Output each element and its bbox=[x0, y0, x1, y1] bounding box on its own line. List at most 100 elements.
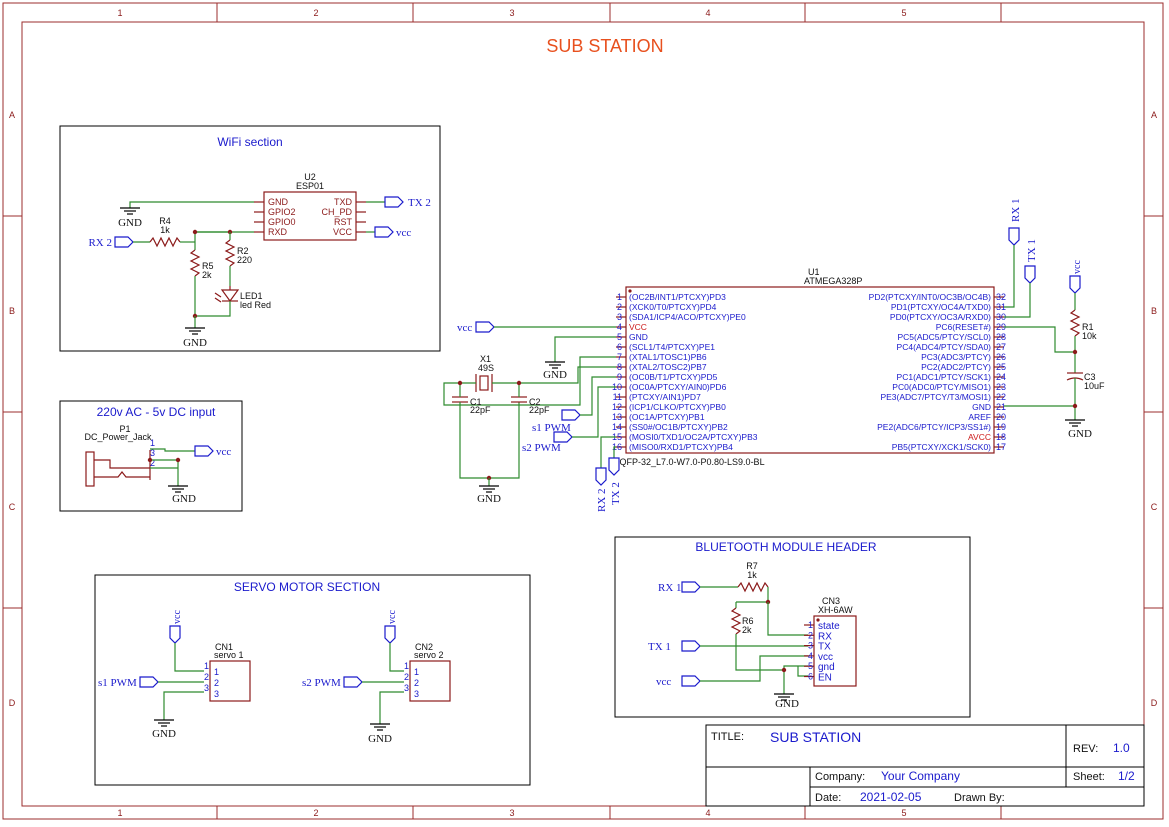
x1-crystal[interactable] bbox=[475, 374, 493, 392]
frame-col-3-bottom: 3 bbox=[509, 808, 514, 818]
p1-dc-jack[interactable] bbox=[85, 450, 151, 487]
u1-pin-10-num: 10 bbox=[612, 382, 622, 392]
power-gnd-label: GND bbox=[172, 493, 196, 505]
bt-tx1-label: TX 1 bbox=[648, 641, 671, 653]
u1-pin-25-num: 25 bbox=[996, 362, 1006, 372]
u1-pin-32-name: PD2(PTCXY/INT0/OC3B/OC4B) bbox=[869, 292, 992, 302]
frame-col-5-top: 5 bbox=[901, 8, 906, 18]
cn1-pin-2-label: 2 bbox=[214, 678, 219, 688]
led1-ref: LED1 bbox=[240, 291, 263, 301]
page-title: SUB STATION bbox=[546, 36, 663, 56]
cn1-pin-2-num: 2 bbox=[204, 672, 209, 682]
cn2-pin-2-label: 2 bbox=[414, 678, 419, 688]
titleblock-date-value: 2021-02-05 bbox=[860, 790, 922, 804]
u1-pin-9-num: 9 bbox=[617, 372, 622, 382]
titleblock-company-label: Company: bbox=[815, 771, 865, 783]
servo2-pwm-port[interactable] bbox=[343, 676, 363, 688]
wifi-gnd-label-top: GND bbox=[118, 217, 142, 229]
u1-pin-9-name: (OC0B/T1/PTCXY)PD5 bbox=[629, 372, 718, 382]
cn3-pin-6-num: 6 bbox=[808, 672, 813, 682]
cn1-ref: CN1 bbox=[215, 642, 233, 652]
u2-pin-txd: TXD bbox=[334, 197, 353, 207]
r5-resistor[interactable] bbox=[189, 249, 201, 277]
mcu-s2pwm-port[interactable] bbox=[553, 431, 573, 443]
cn3-pin-5-name: gnd bbox=[818, 662, 835, 673]
u1-pin-25-name: PC2(ADC2/PTCY) bbox=[921, 362, 991, 372]
p1-value: DC_Power_Jack bbox=[84, 432, 152, 442]
cn3-pin-6-name: EN bbox=[818, 673, 832, 684]
u1-pin-27-name: PC4(ADC4/PTCY/SDA0) bbox=[897, 342, 992, 352]
u1-pin-30-num: 30 bbox=[996, 312, 1006, 322]
cn1-value: servo 1 bbox=[214, 650, 244, 660]
mcu-reset-vcc-port[interactable] bbox=[1069, 275, 1081, 294]
u1-pin-7-name: (XTAL1/TOSC1)PB6 bbox=[629, 352, 707, 362]
mcu-s2pwm-label: s2 PWM bbox=[522, 442, 561, 454]
r1-resistor[interactable] bbox=[1069, 309, 1081, 337]
cn3-body[interactable] bbox=[813, 615, 857, 687]
bluetooth-section: BLUETOOTH MODULE HEADER RX 1 R7 1k R6 2k… bbox=[614, 536, 971, 718]
u1-body[interactable] bbox=[625, 286, 995, 454]
c1-ref: C1 bbox=[470, 397, 482, 407]
servo1-pwm-label: s1 PWM bbox=[98, 677, 137, 689]
u1-pin-23-name: PC0(ADC0/PTCY/MISO1) bbox=[892, 382, 991, 392]
u1-pin-20-name: AREF bbox=[968, 412, 991, 422]
r6-resistor[interactable] bbox=[730, 607, 742, 635]
x1-ref: X1 bbox=[480, 354, 491, 364]
servo1-vcc-port[interactable] bbox=[169, 625, 181, 644]
led1-diode[interactable] bbox=[214, 286, 240, 303]
power-vcc-port[interactable] bbox=[194, 445, 214, 457]
r5-ref: R5 bbox=[202, 261, 214, 271]
mcu-ground-symbol-right bbox=[1065, 419, 1085, 427]
bt-vcc-label: vcc bbox=[656, 676, 671, 688]
servo2-pwm-label: s2 PWM bbox=[302, 677, 341, 689]
u1-pin-3-num: 3 bbox=[617, 312, 622, 322]
frame-row-d-right: D bbox=[1151, 698, 1158, 708]
mcu-s1pwm-port[interactable] bbox=[561, 409, 581, 421]
wifi-gnd-label-bottom: GND bbox=[183, 337, 207, 349]
mcu-rx2-port[interactable] bbox=[595, 467, 607, 486]
servo2-vcc-port[interactable] bbox=[384, 625, 396, 644]
bt-tx1-port[interactable] bbox=[681, 640, 701, 652]
wifi-tx2-port[interactable] bbox=[384, 196, 404, 208]
c1-value: 22pF bbox=[470, 405, 491, 415]
u1-pin-31-num: 31 bbox=[996, 302, 1006, 312]
u2-body[interactable] bbox=[263, 191, 357, 241]
r2-value: 220 bbox=[237, 255, 252, 265]
bt-rx1-port[interactable] bbox=[681, 581, 701, 593]
titleblock-date-label: Date: bbox=[815, 792, 841, 804]
u1-pin-15-num: 15 bbox=[612, 432, 622, 442]
servo2-ground-symbol bbox=[370, 723, 390, 731]
cn3-pin-1-num: 1 bbox=[808, 620, 813, 630]
c2-value: 22pF bbox=[529, 405, 550, 415]
u1-pin-2-num: 2 bbox=[617, 302, 622, 312]
u2-pin-gpio2: GPIO2 bbox=[268, 207, 296, 217]
servo1-pwm-port[interactable] bbox=[139, 676, 159, 688]
c1-capacitor[interactable] bbox=[452, 396, 468, 403]
bt-vcc-port[interactable] bbox=[681, 675, 701, 687]
r7-resistor[interactable] bbox=[737, 581, 769, 593]
wifi-vcc-port[interactable] bbox=[374, 226, 394, 238]
servo2-vcc-label: vcc bbox=[387, 610, 398, 624]
mcu-rx1-port[interactable] bbox=[1008, 227, 1020, 246]
frame-col-2-bottom: 2 bbox=[313, 808, 318, 818]
frame-row-b-right: B bbox=[1151, 306, 1157, 316]
r2-resistor[interactable] bbox=[224, 239, 236, 267]
cn3-pin-3-name: TX bbox=[818, 642, 831, 653]
cn2-pin-1-num: 1 bbox=[404, 661, 409, 671]
r4-resistor[interactable] bbox=[149, 236, 181, 248]
cn1-body[interactable] bbox=[209, 660, 251, 702]
u1-pin-21-num: 21 bbox=[996, 402, 1006, 412]
wifi-rx2-port[interactable] bbox=[114, 236, 134, 248]
u1-pin-1-num: 1 bbox=[617, 292, 622, 302]
mcu-tx1-port[interactable] bbox=[1024, 265, 1036, 284]
cn2-body[interactable] bbox=[409, 660, 451, 702]
u1-pin-18-name: AVCC bbox=[968, 432, 991, 442]
u1-pins: 1(OC2B/INT1/PTCXY)PD32(XCK0/T0/PTCXY)PD4… bbox=[612, 292, 1006, 452]
r1-ref: R1 bbox=[1082, 322, 1094, 332]
mcu-s1pwm-label: s1 PWM bbox=[532, 422, 571, 434]
mcu-tx2-port[interactable] bbox=[608, 457, 620, 476]
c2-capacitor[interactable] bbox=[511, 396, 527, 403]
mcu-vcc-port[interactable] bbox=[475, 321, 495, 333]
